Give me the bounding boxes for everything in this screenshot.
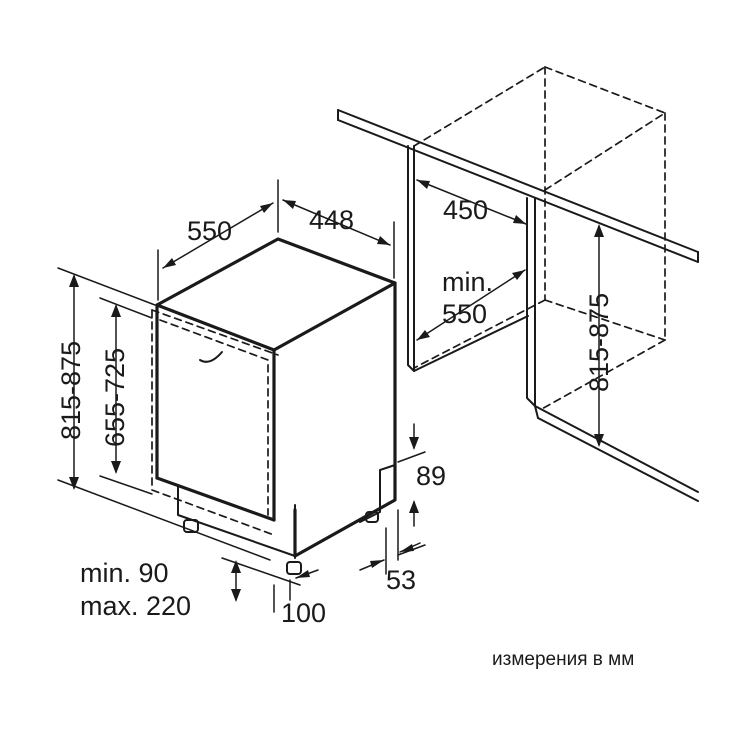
side-face: [293, 281, 397, 558]
label-depth: 550: [187, 216, 232, 246]
foot-height-dimension: [221, 557, 301, 602]
right-cabinet-plinth-edge: [534, 405, 539, 419]
left-cabinet-wall: [407, 145, 415, 372]
label-front-height: 655-725: [100, 348, 130, 447]
door-top-dashed: [151, 309, 279, 356]
right-cabinet-plinth: [537, 417, 699, 502]
door-handle: [199, 351, 223, 363]
niche-height-dimension: [594, 224, 604, 447]
top-face: [155, 237, 397, 352]
front-bottom-edge: [155, 476, 276, 522]
label-foot-offset: 100: [281, 598, 326, 628]
label-niche-depth-value: 550: [442, 299, 487, 329]
units-caption: измерения в мм: [492, 649, 634, 670]
label-total-height: 815-875: [56, 341, 86, 440]
right-cabinet-base-front: [534, 405, 699, 493]
door-outline-dashed: [151, 309, 275, 536]
niche-outline-dashed: [413, 66, 666, 411]
dishwasher-body: [151, 237, 397, 575]
base-front: [177, 484, 296, 557]
base-side-recess: [359, 464, 396, 523]
label-niche-width: 450: [443, 195, 488, 225]
front-height-ref-top: [99, 297, 153, 319]
label-niche-depth-min: min.: [442, 267, 493, 297]
door-panel-dashed: [159, 319, 269, 516]
front-height-ref-bottom: [99, 475, 153, 495]
plinth-setback-dimension: [359, 509, 421, 575]
worktop-bottom-edge: [337, 119, 699, 263]
niche-width-dimension: [416, 179, 527, 225]
foot-rear: [365, 511, 379, 523]
label-niche-height: 815-875: [584, 293, 614, 392]
total-height-dimension: [69, 274, 79, 490]
foot-front-right: [286, 561, 302, 575]
label-foot-max: max. 220: [80, 591, 191, 621]
front-height-dimension: [111, 304, 121, 474]
right-cabinet-wall: [526, 197, 536, 407]
label-plinth-setback: 53: [386, 565, 416, 595]
foot-offset-dimension: [273, 569, 319, 613]
depth-dimension: [157, 179, 279, 301]
height-ref-top: [57, 267, 156, 306]
label-width: 448: [309, 205, 354, 235]
worktop-top-edge: [337, 109, 699, 253]
width-dimension: [282, 199, 395, 279]
left-cabinet-base: [413, 315, 529, 372]
label-foot-min: min. 90: [80, 558, 169, 588]
niche-cabinet: [337, 66, 699, 502]
label-plinth-height: 89: [416, 461, 446, 491]
height-ref-bottom: [57, 479, 271, 561]
foot-front-left: [183, 519, 199, 533]
niche-depth-dimension: [416, 269, 526, 341]
